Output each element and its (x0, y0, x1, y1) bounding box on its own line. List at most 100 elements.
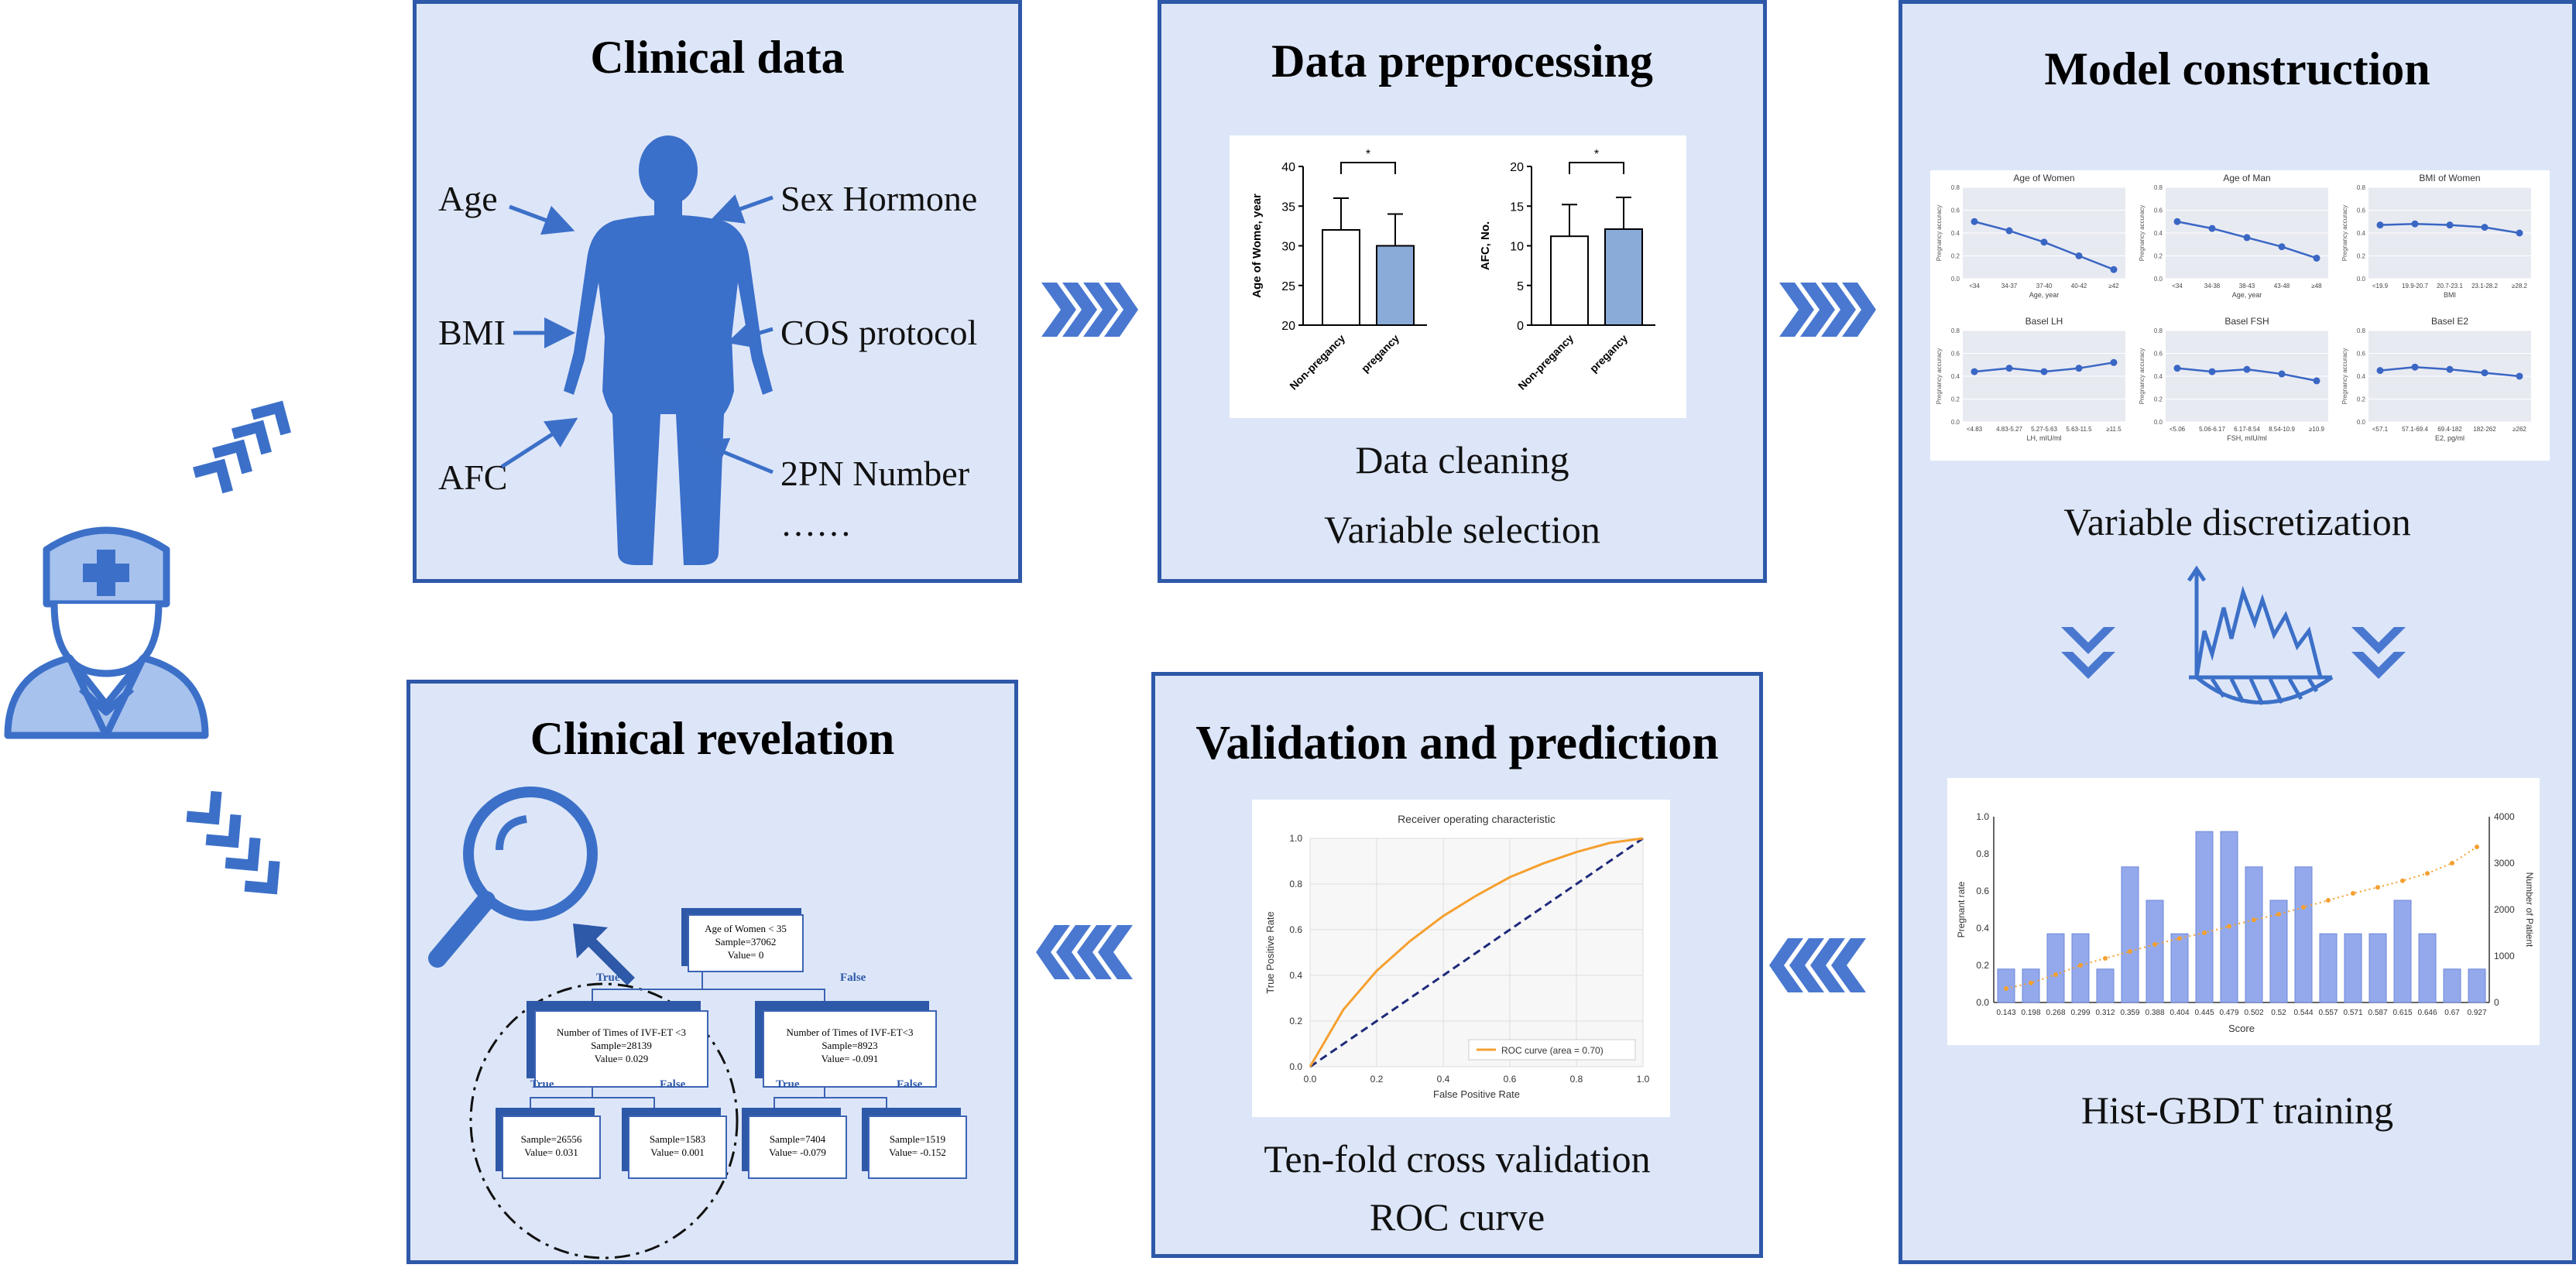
x-tick-label: 5.63-11.5 (2066, 426, 2092, 433)
legend-label: ROC curve (area = 0.70) (1501, 1045, 1604, 1056)
tree-left-node: Number of Times of IVF-ET <3 Sample=2813… (534, 1010, 708, 1088)
data-point (2313, 254, 2320, 262)
tree-text: Value= -0.079 (769, 1146, 826, 1158)
clinical-data-panel: Clinical data Age BMI AFC Sex Hormone CO… (413, 0, 1022, 583)
patients-point (2400, 878, 2405, 883)
bar (2344, 933, 2362, 1003)
y-tick-label: 0.4 (2154, 230, 2163, 237)
data-point (2040, 368, 2048, 375)
y-tick-label: 0.0 (1951, 276, 1960, 283)
patients-point (2177, 936, 2182, 941)
label-bmi: BMI (438, 313, 506, 352)
y2-tick-label: 1000 (2494, 951, 2515, 961)
y-tick-label: 0.0 (2154, 419, 2163, 426)
x-tick-label: 0.359 (2120, 1009, 2139, 1017)
patients-point (2326, 898, 2331, 903)
bar (2022, 968, 2040, 1003)
x-tick-label: 0.312 (2095, 1009, 2115, 1017)
chart-title: BMI of Women (2419, 173, 2480, 183)
x-tick-label: 0.4 (1437, 1074, 1450, 1085)
chart-title: Age of Women (2013, 173, 2074, 183)
patients-point (2202, 930, 2207, 935)
x-tick-label: 0.8 (1570, 1074, 1583, 1085)
y-tick-label: 0.8 (2154, 184, 2163, 191)
y-tick-label: 0.0 (2357, 276, 2366, 283)
data-point (2411, 220, 2419, 228)
revelation-panel: Clinical revelation Age of Women < 35 Sa… (406, 680, 1018, 1264)
model-construction-panel: Model construction Age of Women 0.8 0.6 0.4… (1899, 0, 2576, 1264)
patients-point (2103, 956, 2108, 961)
tree-text: Value= 0.031 (524, 1146, 578, 1158)
data-point (2110, 358, 2118, 366)
bar (2170, 933, 2189, 1003)
x-tick-label: 0.388 (2145, 1009, 2164, 1017)
y-axis-label: Pregnant rate (1956, 881, 1967, 937)
x-tick-label: 0.479 (2219, 1009, 2238, 1017)
y-tick-label: 40 (1281, 161, 1295, 174)
y2-axis-label: Number of Patient (2524, 872, 2535, 948)
x-tick-label: Non-pregancy (1515, 332, 1576, 392)
tree-text: Sample=37062 (715, 936, 777, 948)
tree-false-label: False (840, 972, 866, 984)
x-tick-label: 0.502 (2244, 1009, 2263, 1017)
data-point (2208, 224, 2216, 232)
data-point (2005, 365, 2013, 372)
legend-box (1468, 1039, 1636, 1061)
x-tick-label: ≥11.5 (2106, 426, 2122, 433)
x-tick-label: 0.299 (2070, 1009, 2090, 1017)
y-tick-label: 0.2 (2154, 253, 2163, 260)
y-axis-label: Pregnancy accuracy (2139, 205, 2146, 261)
left-arrows-icon (1036, 925, 1133, 979)
x-axis-label: E2, pg/ml (2435, 434, 2465, 442)
tree-right-node: Number of Times of IVF-ET<3 Sample=8923 … (763, 1010, 937, 1088)
bar (2294, 866, 2313, 1003)
y-tick-label: 0.0 (2154, 276, 2163, 283)
x-tick-label: <5.06 (2170, 426, 2186, 433)
down-chevron-icon (2061, 627, 2115, 679)
data-point (2173, 365, 2181, 372)
y-tick-label: 35 (1281, 200, 1295, 214)
data-point (2278, 370, 2286, 378)
data-point (2005, 227, 2013, 235)
human-body-icon (564, 135, 773, 565)
x-tick-label: 0.557 (2318, 1009, 2338, 1017)
bar (2096, 968, 2115, 1003)
data-point (2376, 221, 2384, 229)
patients-point (2227, 924, 2231, 929)
bar (2418, 933, 2437, 1003)
data-point (2376, 367, 2384, 375)
y-tick-label: 0.0 (1951, 419, 1960, 426)
y-axis-label: Pregnancy accuracy (1936, 348, 1943, 404)
y-axis-label: Age of Wome, year (1250, 194, 1264, 298)
model-construction-title: Model construction (2044, 43, 2430, 94)
data-point (1971, 218, 1978, 225)
y-tick-label: 0.6 (1951, 207, 1960, 214)
significance-mark: * (1366, 148, 1370, 161)
x-tick-label: ≥42 (2108, 283, 2119, 290)
y-tick-label: 0.8 (2154, 327, 2163, 334)
bar (1550, 235, 1589, 326)
x-tick-label: 0.52 (2271, 1009, 2286, 1017)
x-tick-label: 23.1-28.2 (2471, 283, 2498, 290)
y-tick-label: 0.4 (1976, 923, 1989, 934)
chart-title: Receiver operating characteristic (1398, 813, 1556, 825)
bar (2071, 933, 2090, 1003)
x-tick-label: <19.9 (2372, 283, 2389, 290)
tree-text: Value= 0.001 (650, 1146, 705, 1158)
y-tick-label: 0.0 (2357, 419, 2366, 426)
bar (2245, 866, 2263, 1003)
clinical-data-title: Clinical data (590, 32, 845, 83)
x-tick-label: 37-40 (2036, 283, 2053, 290)
y-tick-label: 30 (1281, 241, 1295, 254)
patients-point (2078, 963, 2083, 968)
x-tick-label: 0.587 (2368, 1009, 2387, 1017)
y-tick-label: 0.6 (2357, 207, 2366, 214)
tree-text: Value= -0.091 (821, 1053, 879, 1064)
y-tick-label: 0.0 (1289, 1061, 1302, 1072)
x-tick-label: 0.67 (2444, 1009, 2460, 1017)
tree-text: Number of Times of IVF-ET<3 (786, 1026, 914, 1038)
right-arrows-icon (1041, 283, 1138, 337)
y2-tick-label: 2000 (2494, 904, 2515, 915)
